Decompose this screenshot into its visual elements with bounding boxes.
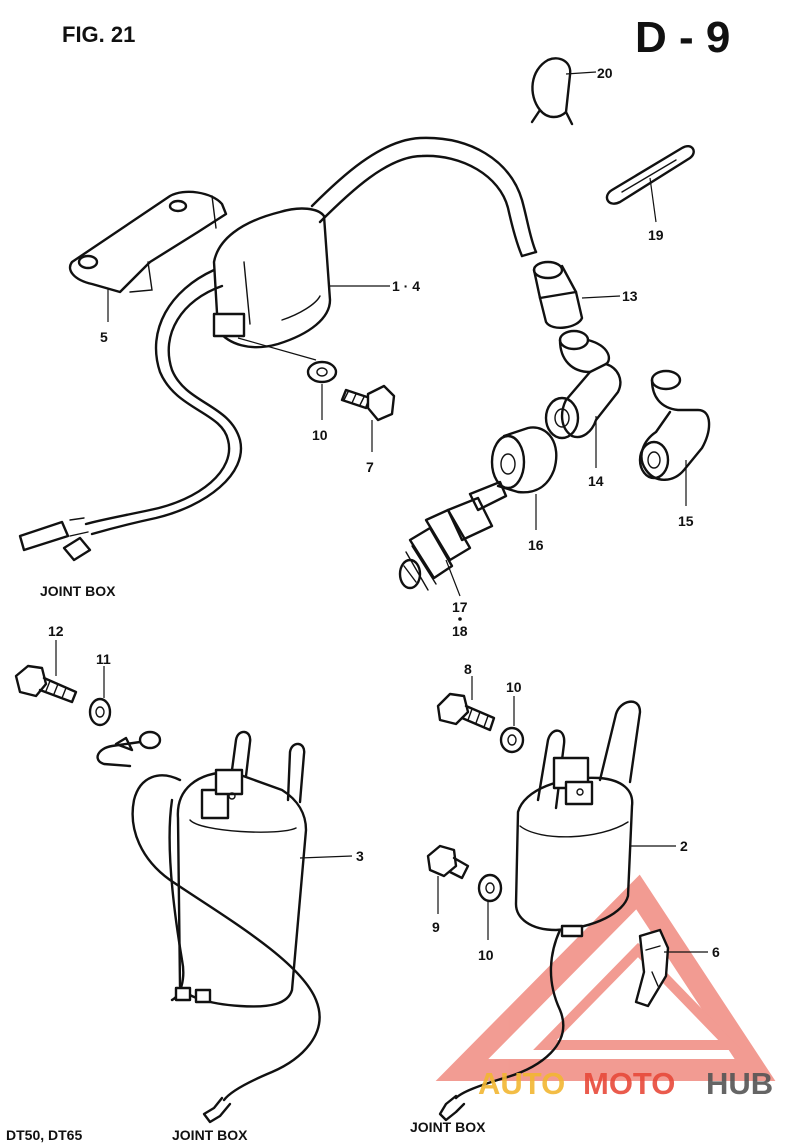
label-19: 19 <box>648 227 664 243</box>
label-11: 11 <box>96 651 111 667</box>
part-9-bolt <box>426 844 470 914</box>
label-20: 20 <box>597 65 613 81</box>
label-10-lower: 10 <box>478 947 494 963</box>
part-5-bracket <box>68 190 228 322</box>
watermark-text-auto: AUTO <box>478 1066 565 1101</box>
part-20-clip <box>530 57 597 126</box>
part-7-bolt <box>340 384 396 452</box>
label-5: 5 <box>100 329 108 345</box>
label-13: 13 <box>622 288 638 304</box>
label-3: 3 <box>356 848 364 864</box>
label-separator-dot <box>458 617 462 621</box>
watermark-text-hub: HUB <box>706 1066 773 1101</box>
joint-box-label-left: JOINT BOX <box>172 1127 248 1143</box>
label-10-top: 10 <box>312 427 328 443</box>
label-18: 18 <box>452 623 468 639</box>
watermark-triangle-icon <box>435 874 776 1081</box>
joint-box-label-right: JOINT BOX <box>410 1119 486 1135</box>
label-8: 8 <box>464 661 472 677</box>
part-10-washer-right <box>499 696 525 754</box>
joint-box-label-top: JOINT BOX <box>40 583 116 599</box>
part-3-cdi-unit <box>96 730 353 1124</box>
page-code: D - 9 <box>635 13 730 62</box>
label-16: 16 <box>528 537 544 553</box>
part-12-bolt <box>14 640 78 704</box>
label-14: 14 <box>588 473 604 489</box>
part-13-adapter <box>532 260 621 329</box>
label-1-4: 1 · 4 <box>392 278 420 294</box>
part-19-strap <box>605 144 695 223</box>
part-10-washer-lower <box>477 873 503 940</box>
label-15: 15 <box>678 513 694 529</box>
part-10-washer-top <box>306 360 338 420</box>
label-17: 17 <box>452 599 468 615</box>
label-12: 12 <box>48 623 64 639</box>
label-10-right: 10 <box>506 679 522 695</box>
fig-label: FIG. 21 <box>62 22 135 47</box>
label-6: 6 <box>712 944 720 960</box>
watermark-inner-triangle-icon <box>533 942 742 1050</box>
part-17-18-spark-plug <box>398 480 508 597</box>
part-15-plug-cap <box>638 369 711 506</box>
part-2-cdi-unit <box>438 700 676 1122</box>
part-14-plug-cap <box>544 329 622 468</box>
watermark-wordmark: AUTO MOTO HUB <box>478 1066 773 1101</box>
watermark-text-moto: MOTO <box>583 1066 675 1101</box>
part-16-sleeve <box>490 426 558 530</box>
label-2: 2 <box>680 838 688 854</box>
part-6-terminal <box>634 928 708 1008</box>
label-7: 7 <box>366 459 374 475</box>
part-8-bolt <box>436 676 496 732</box>
part-11-washer <box>88 666 112 727</box>
models-label: DT50, DT65 <box>6 1127 82 1143</box>
label-9: 9 <box>432 919 440 935</box>
watermark-logo <box>435 874 776 1081</box>
part-1-4-ignition-coil <box>18 136 538 562</box>
